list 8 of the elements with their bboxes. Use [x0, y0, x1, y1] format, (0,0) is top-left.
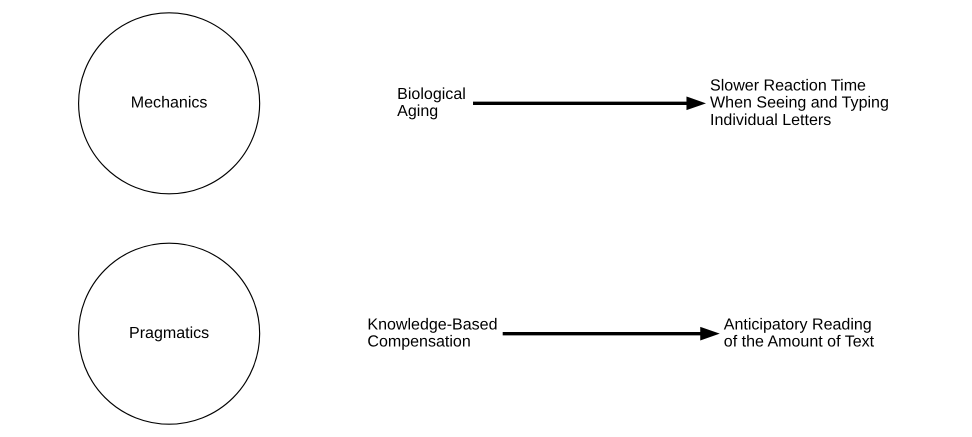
node-circle: Pragmatics	[78, 242, 260, 425]
node-text: Knowledge-Based Compensation	[367, 315, 498, 351]
arrow	[473, 96, 706, 110]
node-circle: Mechanics	[78, 12, 260, 194]
node-text: Biological Aging	[397, 84, 466, 120]
node-text: Anticipatory Reading of the Amount of Text	[724, 315, 874, 351]
arrow	[502, 326, 720, 341]
node-text: Slower Reaction Time When Seeing and Typing Individual Letters	[710, 76, 889, 129]
